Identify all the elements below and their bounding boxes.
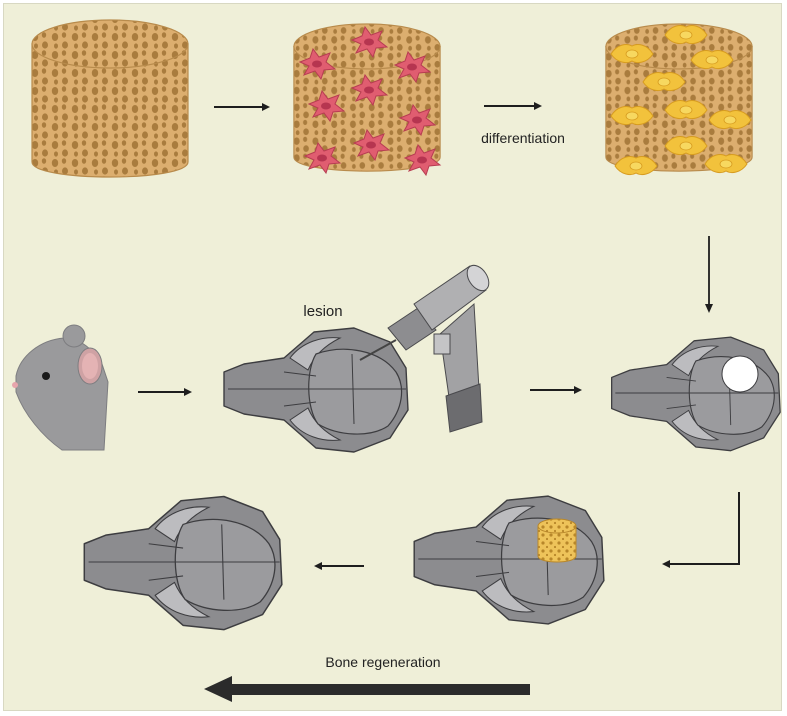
osteoblast-scaffold-icon [605,23,753,176]
cell-seeded-scaffold-icon [293,23,441,176]
scaffold-icon [31,19,189,178]
skull-icon-lesion [223,327,409,453]
diagram-canvas: differentiation lesion [12,19,781,702]
scaffold-implant-icon [537,518,577,563]
arrow-5 [530,386,582,394]
surgical-drill-icon [359,264,490,433]
lesion-label: lesion [303,303,342,320]
figure-panel: differentiation lesion [3,3,782,711]
differentiation-label: differentiation [481,130,565,146]
skull-icon-implanted [413,495,605,625]
arrow-6 [662,492,740,568]
arrow-1 [214,103,270,111]
cranial-defect-icon [721,355,759,393]
skull-icon-regenerated [83,495,283,631]
bone-regeneration-label: Bone regeneration [325,654,440,670]
skull-icon-defect [610,336,781,452]
arrow-4 [138,388,192,396]
arrow-2 [484,102,542,110]
arrow-7 [314,562,364,570]
mouse-head-icon [12,324,109,451]
bone-regeneration-arrow [204,676,530,702]
arrow-3 [705,236,713,313]
